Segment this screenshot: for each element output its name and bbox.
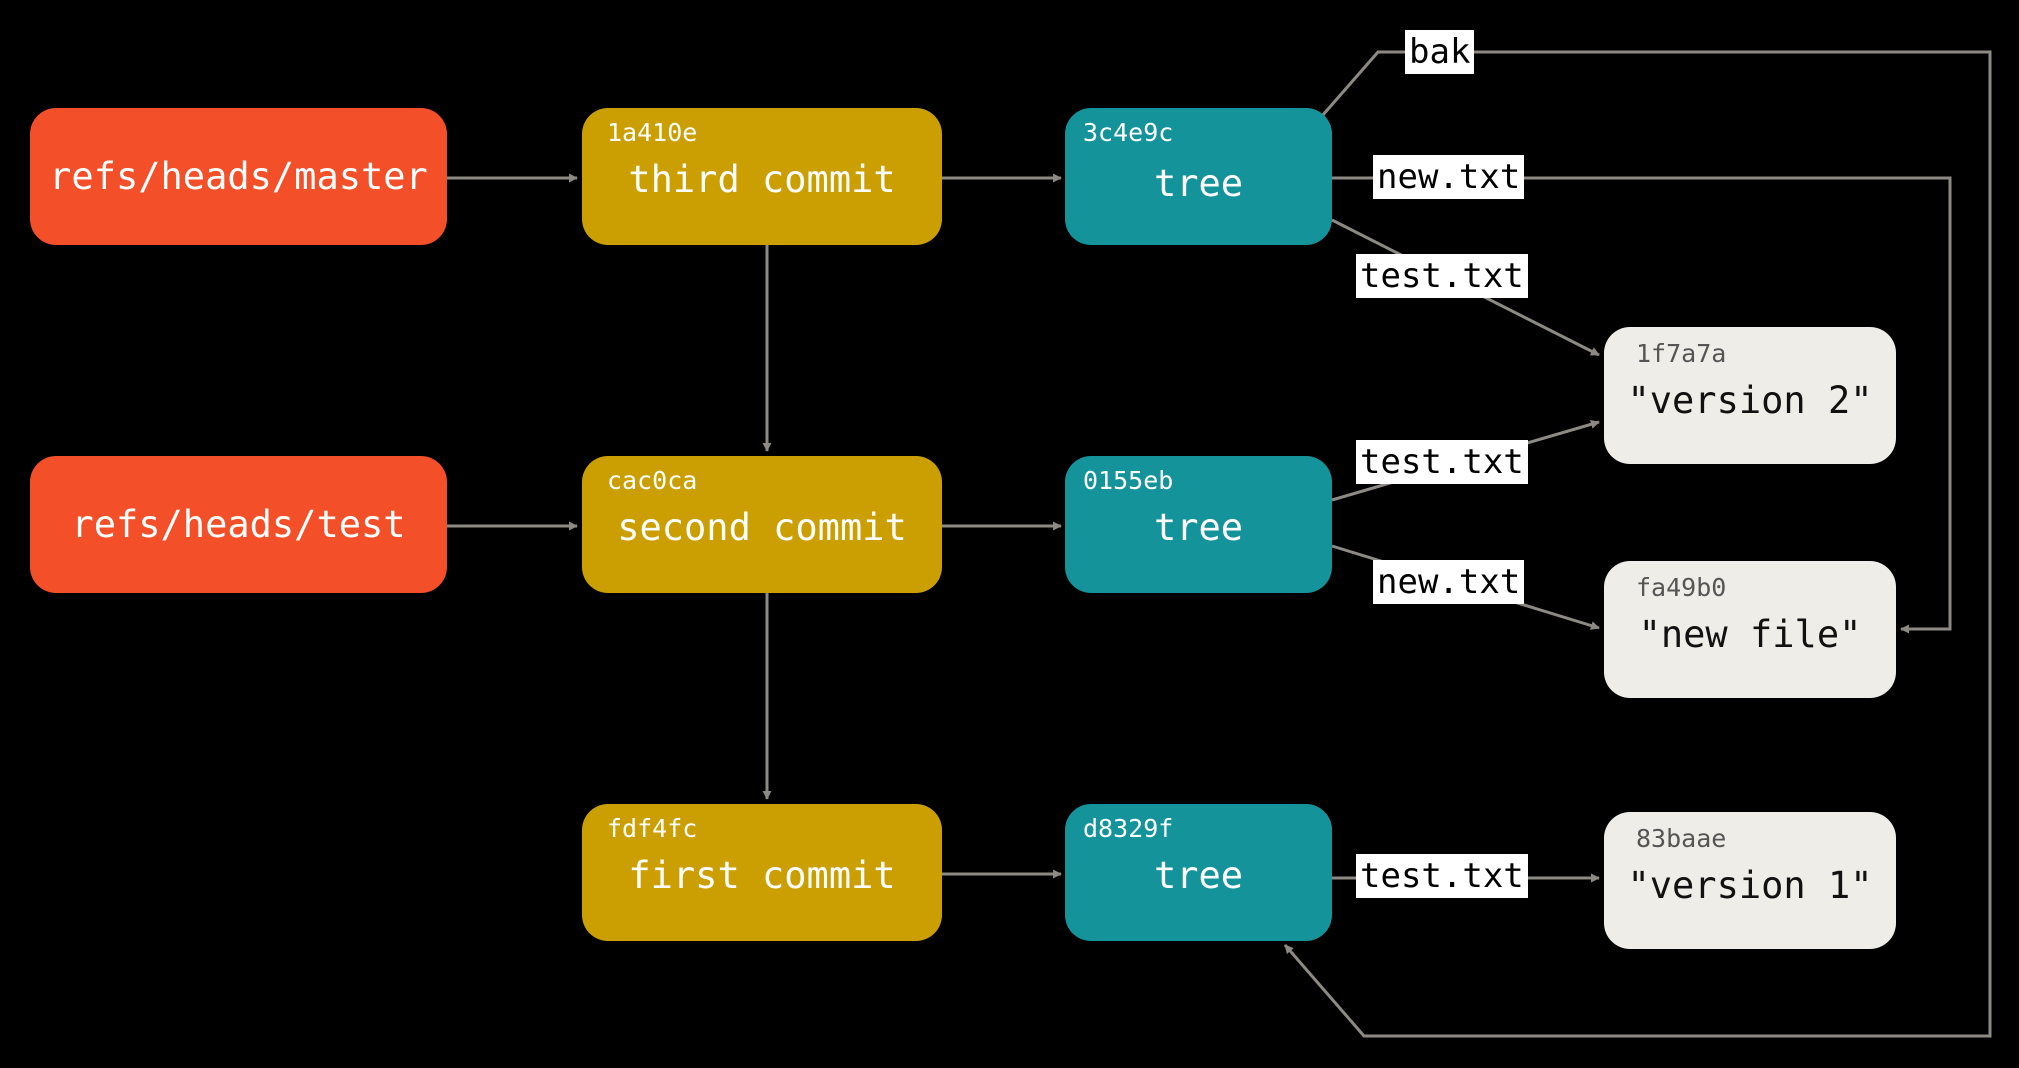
arrow-tree3-new-to-newfile: [1332, 176, 1952, 634]
edge-label-tree1-test-txt: test.txt: [1356, 854, 1528, 898]
edge-label-bak: bak: [1405, 30, 1475, 74]
arrow-bak-to-tree1: [1283, 50, 1992, 1038]
commit-third-label: third commit: [628, 158, 896, 201]
commit-third-node[interactable]: 1a410e third commit: [582, 108, 942, 245]
commit-third-hash: 1a410e: [607, 118, 698, 147]
edge-label-tree3-new-txt: new.txt: [1373, 155, 1525, 199]
commit-second-node[interactable]: cac0ca second commit: [582, 456, 942, 593]
tree-0155eb-label: tree: [1153, 506, 1244, 549]
ref-test-label: refs/heads/test: [71, 503, 406, 546]
tree-d8329f-hash: d8329f: [1083, 814, 1174, 843]
blob-version1-label: "version 1": [1627, 864, 1873, 907]
ref-master-label: refs/heads/master: [49, 155, 428, 198]
ref-master-node[interactable]: refs/heads/master: [30, 108, 447, 245]
tree-3c4e9c-label: tree: [1153, 162, 1244, 205]
blob-newfile-label: "new file": [1638, 613, 1862, 656]
tree-d8329f-node[interactable]: d8329f tree: [1065, 804, 1332, 941]
commit-second-hash: cac0ca: [607, 466, 698, 495]
edge-label-tree3-test-txt: test.txt: [1356, 254, 1528, 298]
blob-newfile-hash: fa49b0: [1636, 573, 1727, 602]
ref-test-node[interactable]: refs/heads/test: [30, 456, 447, 593]
edge-label-tree2-new-txt: new.txt: [1373, 560, 1525, 604]
tree-0155eb-node[interactable]: 0155eb tree: [1065, 456, 1332, 593]
tree-3c4e9c-node[interactable]: 3c4e9c tree: [1065, 108, 1332, 245]
edge-label-tree2-test-txt: test.txt: [1356, 440, 1528, 484]
tree-d8329f-label: tree: [1153, 854, 1244, 897]
commit-first-label: first commit: [628, 854, 896, 897]
blob-version2-node[interactable]: 1f7a7a "version 2": [1604, 327, 1896, 464]
blob-version1-node[interactable]: 83baae "version 1": [1604, 812, 1896, 949]
blob-version2-hash: 1f7a7a: [1636, 339, 1727, 368]
commit-first-hash: fdf4fc: [607, 814, 698, 843]
blob-version2-label: "version 2": [1627, 379, 1873, 422]
commit-second-label: second commit: [617, 506, 907, 549]
commit-first-node[interactable]: fdf4fc first commit: [582, 804, 942, 941]
tree-0155eb-hash: 0155eb: [1083, 466, 1174, 495]
blob-version1-hash: 83baae: [1636, 824, 1727, 853]
blob-newfile-node[interactable]: fa49b0 "new file": [1604, 561, 1896, 698]
tree-3c4e9c-hash: 3c4e9c: [1083, 118, 1174, 147]
